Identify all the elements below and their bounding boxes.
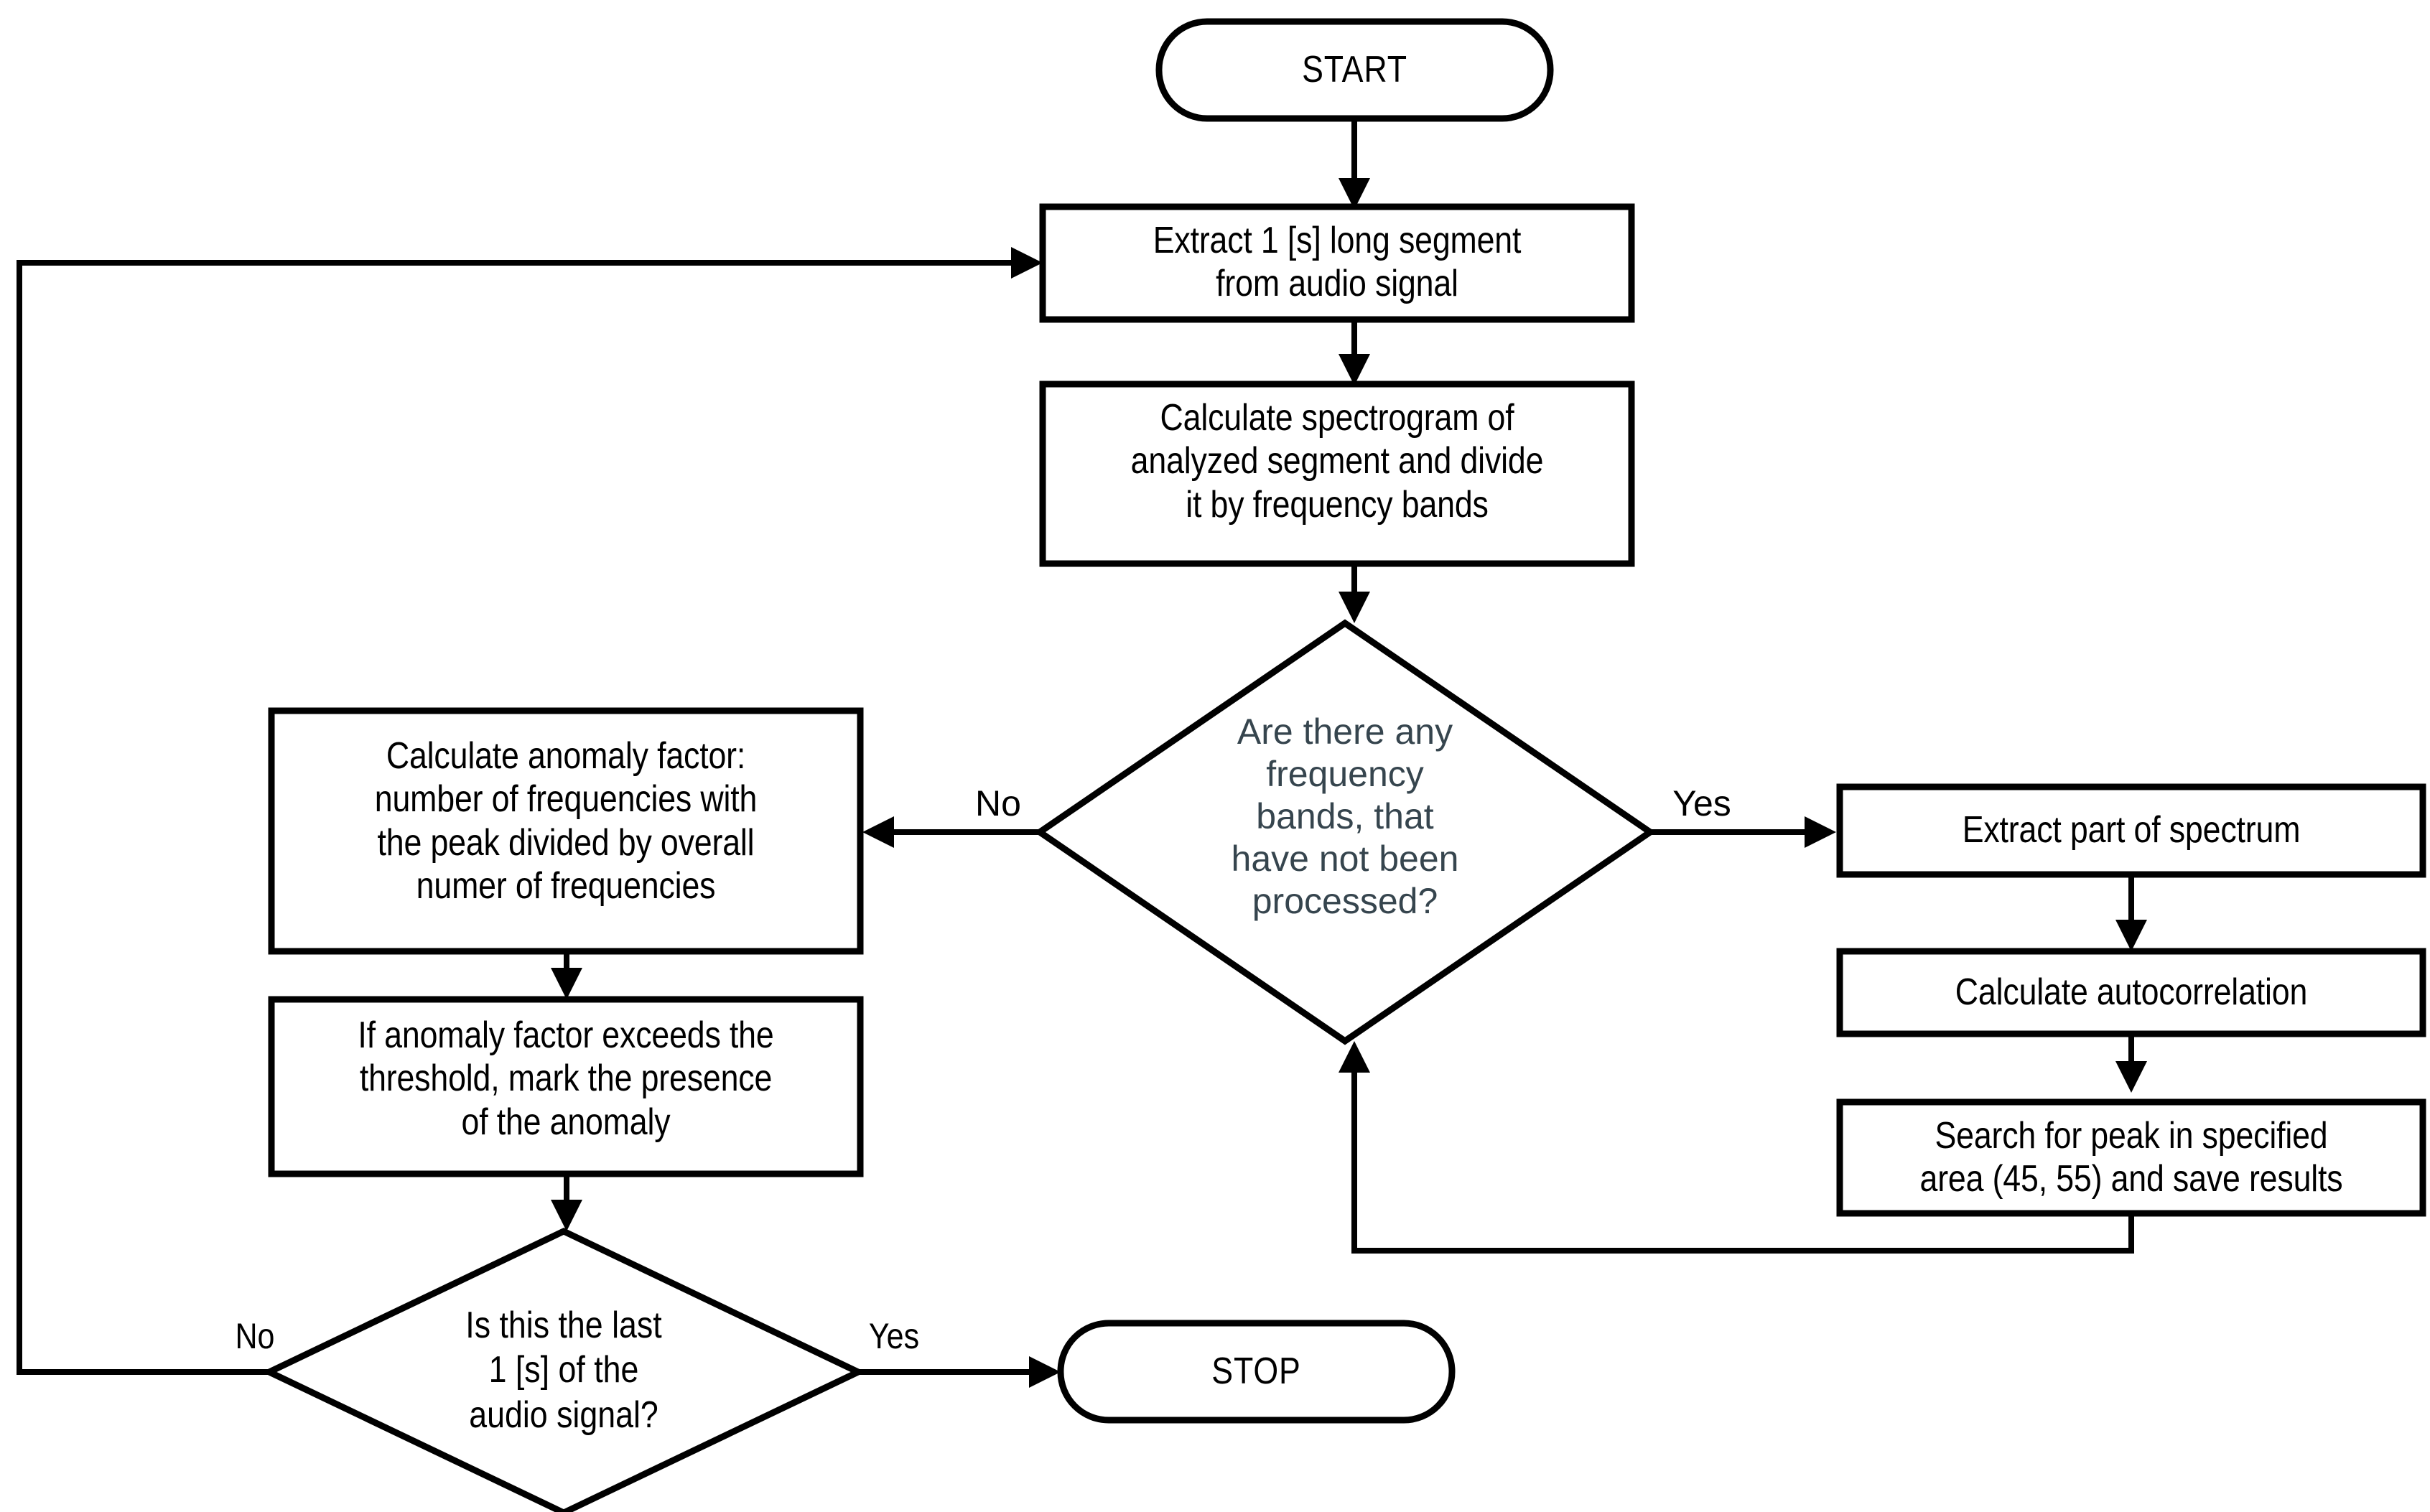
edge-extract-segment-to-calc-spectrogram [1339,319,1370,386]
node-bands-decision [1034,619,1656,1045]
edge-mark-anomaly-to-last-segment-decision [551,1174,582,1231]
edge-bands-decision-no-to-calc-anomaly-factor [862,816,1040,848]
edge-search-peak-to-bands-decision [1339,1041,2134,1254]
edge-start-to-extract-segment [1339,118,1370,210]
edge-calc-anomaly-factor-to-mark-anomaly [551,951,582,999]
node-search-peak [1836,1098,2426,1217]
edge-bands-decision-yes-to-extract-spectrum [1650,816,1836,848]
node-calc-autocorrelation [1836,948,2426,1037]
node-extract-spectrum [1836,783,2426,878]
node-stop [1057,1320,1456,1424]
node-start [1155,18,1554,122]
edge-last-segment-decision-yes-to-stop [858,1356,1061,1388]
node-calc-spectrogram [1039,381,1635,567]
node-mark-anomaly [268,996,864,1177]
edge-last-segment-decision-no-to-extract-segment [17,247,1043,1375]
node-last-segment-decision [261,1228,866,1512]
edge-extract-spectrum-to-calc-autocorrelation [2115,874,2147,951]
node-extract-segment [1039,203,1635,323]
edge-calc-spectrogram-to-bands-decision [1339,564,1370,623]
node-calc-anomaly-factor [268,707,864,955]
edge-calc-autocorrelation-to-search-peak [2115,1034,2147,1093]
